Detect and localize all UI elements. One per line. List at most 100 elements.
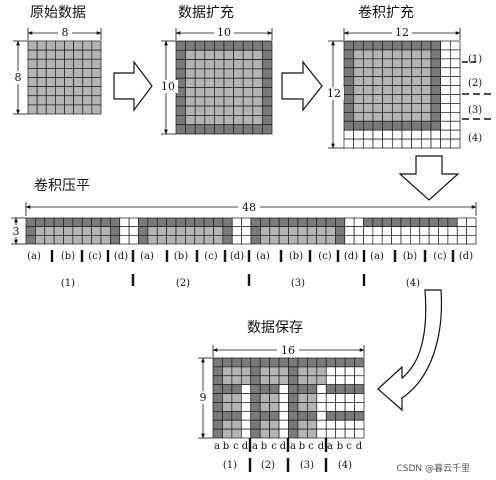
flat-group-3: (3) <box>291 278 305 289</box>
flat-cell <box>288 226 299 236</box>
save-cell <box>240 402 252 412</box>
expanded-cell <box>214 115 225 126</box>
save-cell <box>335 375 346 386</box>
flat-sub-4d: (d) <box>459 251 473 262</box>
flat-sub-4c: (c) <box>433 251 447 262</box>
save-cell <box>316 402 327 412</box>
flat-cell <box>325 226 336 236</box>
conv-cell <box>343 138 355 149</box>
conv-cell <box>382 49 393 60</box>
conv-cell <box>401 58 413 69</box>
title-conv-expand: 卷积扩充 <box>358 5 414 21</box>
flat-cell <box>410 226 421 236</box>
expanded-cell <box>233 87 244 98</box>
expanded-cell <box>175 124 186 135</box>
original-cell <box>27 86 38 97</box>
conv-cell <box>372 111 384 122</box>
save-cell <box>222 393 233 403</box>
flat-cell <box>410 234 421 245</box>
save-cell <box>269 375 280 386</box>
conv-cell <box>362 49 374 60</box>
original-cell <box>64 68 74 78</box>
expanded-cell <box>233 59 244 70</box>
flat-sub-3b: (b) <box>289 251 303 262</box>
original-cell <box>91 40 102 51</box>
save-cell <box>316 375 327 386</box>
save-cell <box>250 366 261 377</box>
original-cell <box>73 58 84 69</box>
flat-cell <box>100 226 111 236</box>
conv-cell <box>440 111 451 122</box>
flat-cell <box>175 234 186 245</box>
dim-expanded-width: 10 <box>217 26 231 39</box>
save-cell <box>307 366 318 377</box>
save-cell <box>307 375 318 386</box>
save-group-3: (3) <box>300 460 314 471</box>
dim-flat-width: 48 <box>242 201 256 214</box>
save-sub-1c: c <box>233 441 239 452</box>
conv-cell <box>401 67 413 78</box>
flat-sub-2d: (d) <box>230 251 244 262</box>
flat-cell <box>278 226 289 236</box>
original-cell <box>45 40 56 51</box>
conv-cell <box>411 67 422 78</box>
flat-cell <box>456 234 467 245</box>
original-cell <box>45 77 56 87</box>
expanded-cell <box>262 124 273 135</box>
conv-cell <box>372 76 384 86</box>
conv-cell <box>362 138 374 149</box>
conv-cell <box>411 129 422 140</box>
save-cell <box>240 375 252 386</box>
conv-cell <box>353 138 364 149</box>
expanded-cell <box>185 40 196 51</box>
conv-cell <box>430 85 442 95</box>
conv-cell <box>391 103 403 113</box>
conv-cell <box>382 103 393 113</box>
expanded-cell <box>252 49 263 60</box>
expanded-cell <box>175 105 186 116</box>
flat-cell <box>269 226 280 236</box>
expanded-cell <box>185 59 196 70</box>
flat-cell <box>119 217 130 228</box>
conv-cell <box>372 67 384 78</box>
flat-cell <box>35 234 46 245</box>
save-cell <box>231 410 242 421</box>
conv-cell <box>353 58 364 69</box>
save-cell <box>240 410 252 421</box>
flat-cell <box>44 234 55 245</box>
expanded-cell <box>214 124 225 135</box>
expanded-cell <box>204 124 215 135</box>
dim-flat: 48 3 <box>9 200 477 245</box>
conv-cell <box>440 40 451 51</box>
flat-cell <box>419 234 430 245</box>
original-cell <box>73 104 84 115</box>
conv-expanded-grid <box>343 40 461 149</box>
flat-cell <box>400 234 411 245</box>
conv-cell <box>420 138 432 149</box>
flat-cell <box>166 217 177 228</box>
conv-cell <box>420 40 432 51</box>
flat-cell <box>250 226 261 236</box>
conv-cell <box>401 85 413 95</box>
conv-cell <box>391 58 403 69</box>
expanded-cell <box>233 124 244 135</box>
expanded-cell <box>252 77 263 88</box>
save-cell <box>297 410 308 421</box>
flat-cell <box>194 217 205 228</box>
save-cell <box>250 384 261 394</box>
save-cell <box>222 419 233 430</box>
conv-cell <box>440 85 451 95</box>
save-cell <box>297 384 308 394</box>
flat-cell <box>278 217 289 228</box>
expanded-cell <box>242 59 254 70</box>
original-data-grid <box>27 40 102 115</box>
conv-cell <box>401 120 413 131</box>
conv-cell <box>353 94 364 104</box>
flat-cell <box>391 226 402 236</box>
save-cell <box>212 410 223 421</box>
save-cell <box>354 393 365 403</box>
flat-cell <box>185 217 196 228</box>
conv-cell <box>440 120 451 131</box>
conv-cell <box>449 40 461 51</box>
conv-cell <box>411 40 422 51</box>
